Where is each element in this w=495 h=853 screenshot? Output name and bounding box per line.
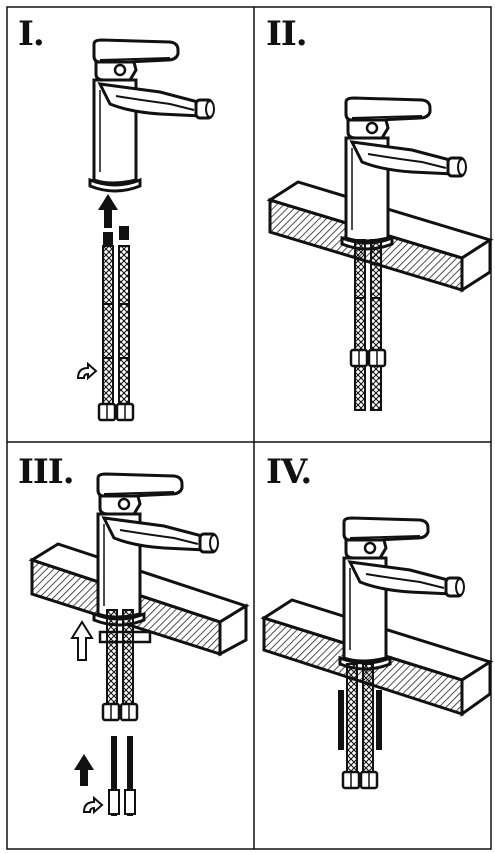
- arrow-up-icon: [98, 194, 118, 228]
- rotate-arrow-icon: [77, 363, 97, 379]
- hose-nuts: [349, 348, 387, 368]
- hose-nuts: [101, 702, 139, 722]
- braided-hoses: [353, 239, 383, 411]
- rotate-arrow-icon: [83, 797, 103, 813]
- supply-pipe: [111, 736, 117, 816]
- hose-nuts: [97, 402, 135, 422]
- hose-nuts: [341, 770, 379, 790]
- step-label-3: III.: [18, 452, 75, 492]
- step-label-2: II.: [266, 14, 308, 54]
- braided-hoses: [101, 245, 131, 417]
- step-label-4: IV.: [266, 452, 312, 492]
- panel-grid: [6, 6, 492, 850]
- arrow-up-outline-icon: [70, 620, 94, 661]
- panel-step-4: [260, 516, 494, 790]
- panel-step-2: [266, 96, 494, 411]
- step-label-1: I.: [18, 14, 45, 54]
- faucet-illustration: [88, 38, 216, 193]
- supply-pipe: [127, 736, 133, 816]
- panel-step-3: [28, 472, 250, 816]
- arrow-up-icon: [74, 754, 94, 786]
- panel-step-1: [77, 38, 216, 422]
